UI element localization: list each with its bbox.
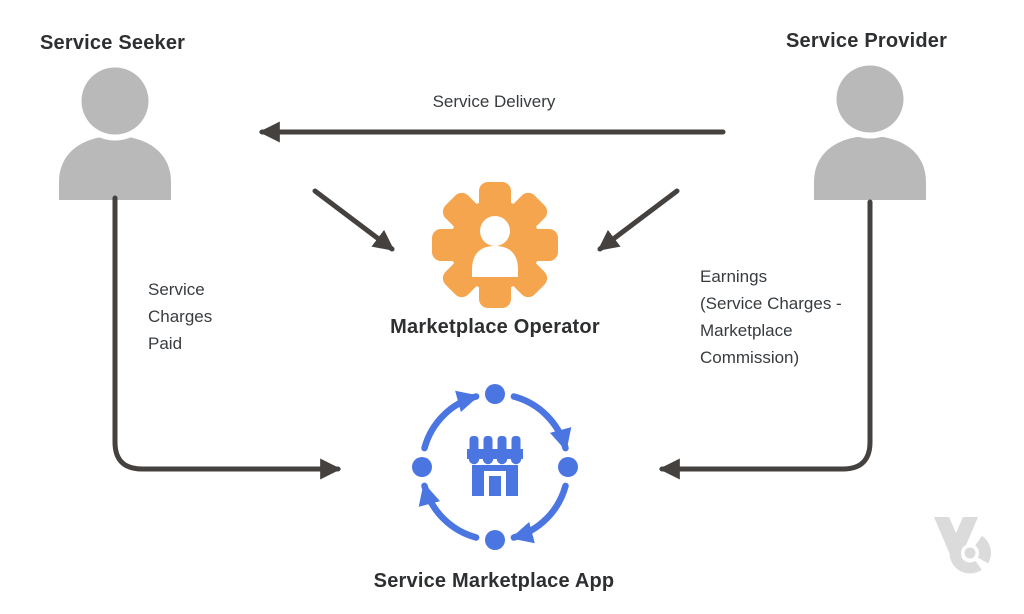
seeker-node-label: Service Seeker: [40, 32, 186, 54]
provider-node-label: Service Provider: [786, 30, 948, 52]
person-icon: [814, 59, 926, 200]
label-line: Charges: [148, 307, 213, 326]
earnings-label: Earnings (Service Charges - Marketplace …: [700, 263, 842, 371]
marketplace-store-cycle-icon: [412, 384, 578, 550]
label-line: Marketplace: [700, 321, 793, 340]
person-icon: [59, 61, 171, 200]
label-line: Service: [148, 280, 205, 299]
store-icon: [467, 436, 523, 496]
label-line: Paid: [148, 334, 183, 353]
service-delivery-label: Service Delivery: [432, 92, 556, 111]
provider-to-operator-arrow: [597, 188, 680, 252]
label-line: Earnings: [700, 267, 768, 286]
seeker-to-operator-arrow: [312, 188, 395, 252]
app-node-label: Service Marketplace App: [373, 570, 615, 592]
operator-node-label: Marketplace Operator: [390, 316, 600, 338]
gear-person-icon: [432, 182, 558, 308]
provider-to-app-arrow: [658, 199, 873, 480]
service-charges-paid-label: Service Charges Paid: [148, 276, 212, 357]
label-line: Commission): [700, 348, 800, 367]
label-line: (Service Charges -: [700, 294, 842, 313]
seeker-to-app-arrow: [112, 195, 342, 480]
brand-logo-watermark: [934, 517, 991, 574]
